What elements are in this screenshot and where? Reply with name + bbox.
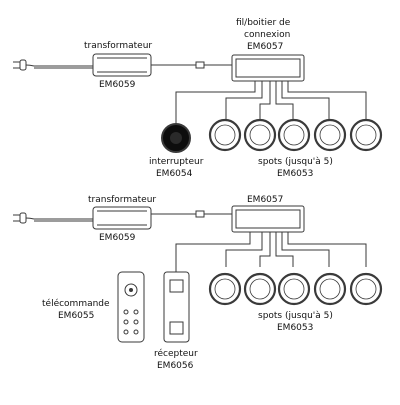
bottom-receiver-code: EM6056 [157, 361, 194, 371]
bottom-spot-5-icon [349, 272, 383, 306]
top-spots-code: EM6053 [277, 169, 313, 179]
bottom-receiver-label: récepteur [154, 348, 198, 359]
bottom-transformer-code: EM6059 [99, 233, 136, 243]
top-cable-connector [195, 61, 205, 69]
top-switch-label: interrupteur [149, 157, 204, 167]
bottom-remote-label: télécommande [42, 298, 110, 309]
top-transformer-box [92, 53, 152, 77]
bottom-remote-code: EM6055 [58, 311, 94, 321]
bottom-spot-4-icon [313, 272, 347, 306]
top-spot-2-icon [243, 118, 277, 152]
bottom-junction-code: EM6057 [247, 195, 283, 205]
top-junction-code: EM6057 [247, 42, 283, 52]
top-transformer-code: EM6059 [99, 80, 136, 90]
bottom-receiver-icon [163, 271, 190, 343]
bottom-transformer-label: transformateur [88, 195, 156, 205]
top-spot-3-icon [277, 118, 311, 152]
bottom-spot-3-icon [277, 272, 311, 306]
top-distribution-wires [175, 81, 367, 124]
top-junction-label-1: fil/boitier de [236, 18, 291, 28]
bottom-spot-1-icon [208, 272, 242, 306]
top-spot-4-icon [313, 118, 347, 152]
bottom-cable-connector [195, 210, 205, 218]
top-spots-label: spots (jusqu'à 5) [258, 157, 333, 167]
bottom-spots-label: spots (jusqu'à 5) [258, 311, 333, 321]
top-spot-1-icon [208, 118, 242, 152]
bottom-diagram: transformateur EM6059 EM6057 [13, 195, 383, 371]
top-diagram: transformateur EM6059 fil/boitier de con… [13, 18, 383, 179]
top-transformer-label: transformateur [84, 41, 152, 51]
bottom-remote-icon [117, 271, 145, 343]
top-switch-icon [161, 123, 191, 153]
bottom-plug-icon [13, 212, 35, 224]
top-spot-5-icon [349, 118, 383, 152]
top-switch-code: EM6054 [156, 169, 193, 179]
top-plug-icon [13, 59, 35, 71]
bottom-distribution-wires [175, 232, 367, 272]
bottom-transformer-box [92, 206, 152, 230]
top-junction-label-2: connexion [244, 30, 290, 40]
bottom-spot-2-icon [243, 272, 277, 306]
bottom-spots-code: EM6053 [277, 323, 313, 333]
